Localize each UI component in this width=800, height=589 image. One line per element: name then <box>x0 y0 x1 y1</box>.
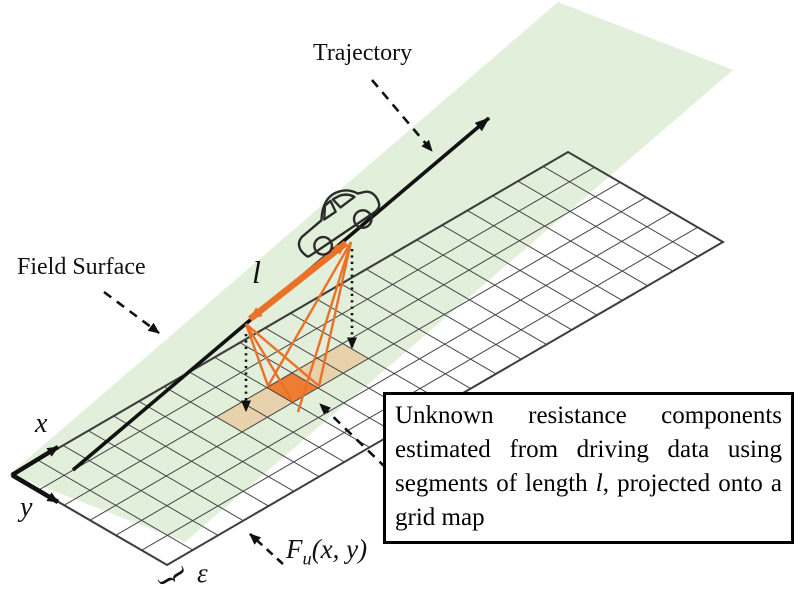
segment-length-label: l <box>252 254 261 290</box>
field-surface-label: Field Surface <box>17 254 146 280</box>
y-axis-arrow <box>10 473 60 504</box>
y-axis-label: y <box>20 492 33 523</box>
grid-map <box>10 150 725 567</box>
x-axis-label: x <box>35 408 48 439</box>
annotation-box: Unknown resistance components estimated … <box>383 392 794 544</box>
field-surface-leader-arrow <box>103 290 160 335</box>
projection-line <box>244 323 270 387</box>
annotation-text-after: , projected onto a grid map <box>395 470 782 531</box>
projection-line <box>245 323 320 387</box>
field-fn-sub: u <box>302 548 312 569</box>
trajectory-label: Trajectory <box>313 40 413 66</box>
epsilon-brace: } <box>153 561 193 589</box>
projection-line <box>244 323 295 403</box>
segment-arrow <box>247 240 349 322</box>
field-fn-f: F <box>286 534 303 564</box>
field-fn-args: (x, y) <box>311 534 368 564</box>
annotation-text-before: Unknown resistance components estimated … <box>395 402 782 497</box>
car-icon <box>297 189 381 258</box>
epsilon-label: ε <box>197 558 208 588</box>
field-function-leader-arrow <box>249 533 284 565</box>
field-function-label: Fu(x, y) <box>286 534 367 569</box>
annotation-italic-l: l <box>595 470 603 497</box>
x-axis-arrow <box>10 445 60 477</box>
